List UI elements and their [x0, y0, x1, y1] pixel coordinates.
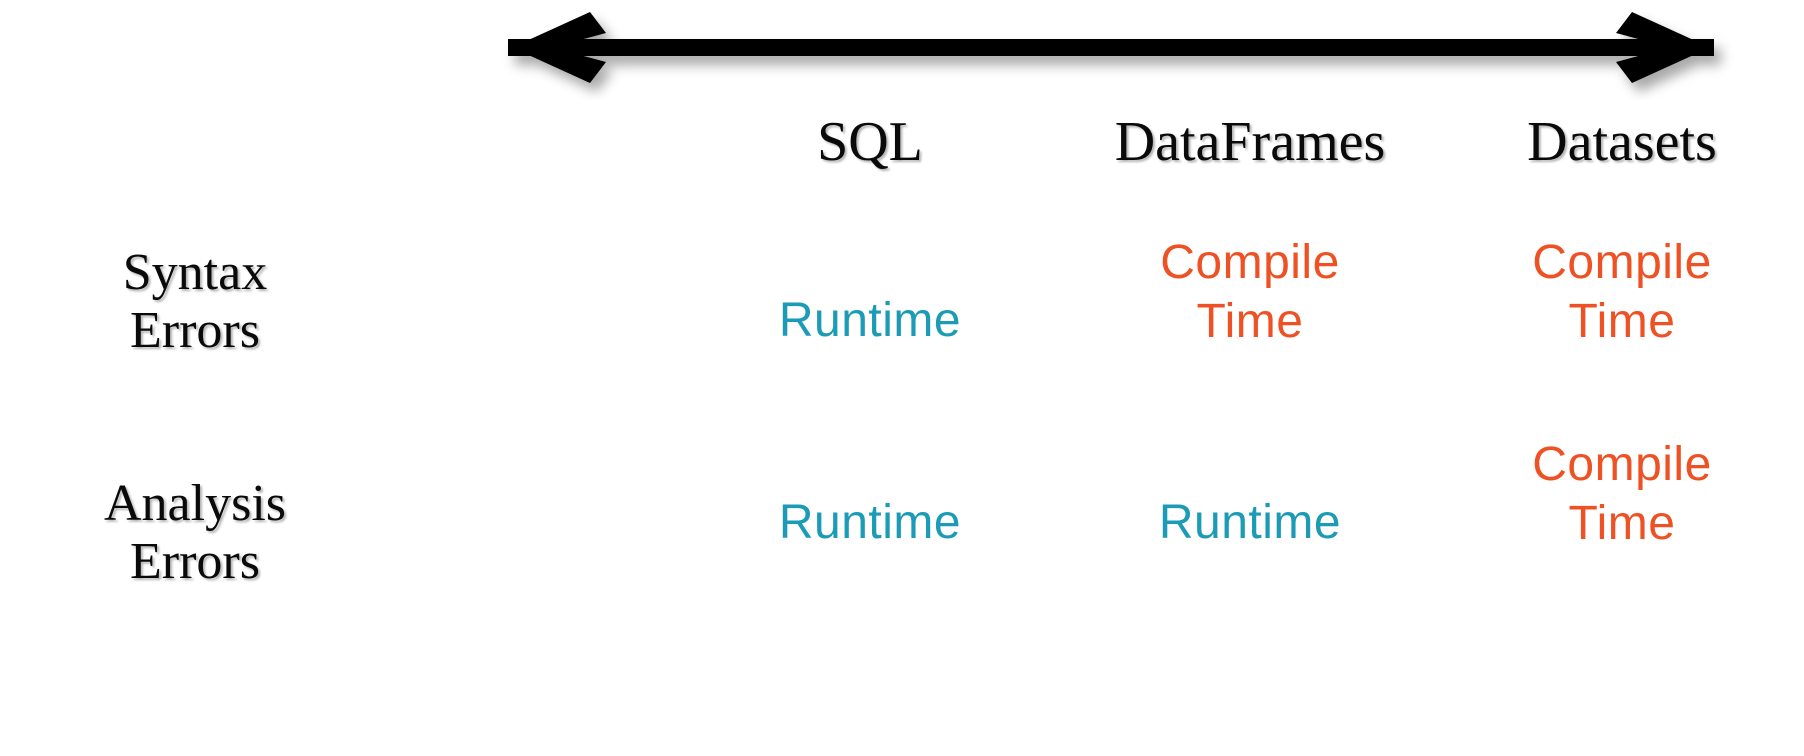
bottom-spacer [1060, 658, 1440, 756]
row-label-syntax-errors: Syntax Errors [123, 244, 267, 360]
matrix-corner-cell [0, 88, 390, 196]
cell-text-line-1: Compile [1160, 236, 1340, 289]
cell-text-line-2: Time [1196, 294, 1304, 348]
row-label-line-2: Errors [130, 302, 260, 359]
row-1-gutter [390, 196, 680, 408]
row-2-gutter [390, 408, 680, 658]
matrix-corner-spacer [390, 88, 680, 196]
bottom-spacer [0, 658, 390, 756]
cell-text-line-1: Compile [1532, 438, 1712, 491]
matrix-grid: SQL DataFrames Datasets Syntax Errors Ru… [0, 88, 1804, 756]
cell-analysis-datasets: Compile Time [1532, 408, 1712, 553]
cell-text-line-1: Runtime [778, 496, 962, 549]
column-header-dataframes: DataFrames [1114, 111, 1386, 173]
bottom-spacer [390, 658, 680, 756]
comparison-axis-arrow [430, 0, 1790, 100]
cell-text-line-1: Compile [1532, 236, 1712, 289]
column-header-datasets: Datasets [1527, 111, 1717, 173]
row-label-analysis-errors: Analysis Errors [104, 475, 286, 591]
row-label-line-2: Errors [130, 533, 260, 590]
cell-text-line-2: Time [1568, 294, 1676, 348]
row-label-line-1: Analysis [104, 474, 286, 532]
cell-text-line-1: Runtime [778, 294, 962, 347]
cell-text-line-2: Time [1568, 496, 1676, 550]
row-label-line-1: Syntax [122, 243, 268, 301]
cell-analysis-sql: Runtime [779, 408, 961, 553]
cell-syntax-datasets: Compile Time [1532, 196, 1712, 351]
bottom-spacer [1440, 658, 1804, 756]
cell-syntax-dataframes: Compile Time [1160, 196, 1340, 351]
cell-syntax-sql: Runtime [779, 196, 961, 351]
column-header-sql: SQL [817, 111, 923, 173]
cell-analysis-dataframes: Runtime [1159, 408, 1341, 553]
cell-text-line-1: Runtime [1158, 496, 1342, 549]
double-headed-arrow-icon [508, 12, 1714, 83]
bottom-spacer [680, 658, 1060, 756]
